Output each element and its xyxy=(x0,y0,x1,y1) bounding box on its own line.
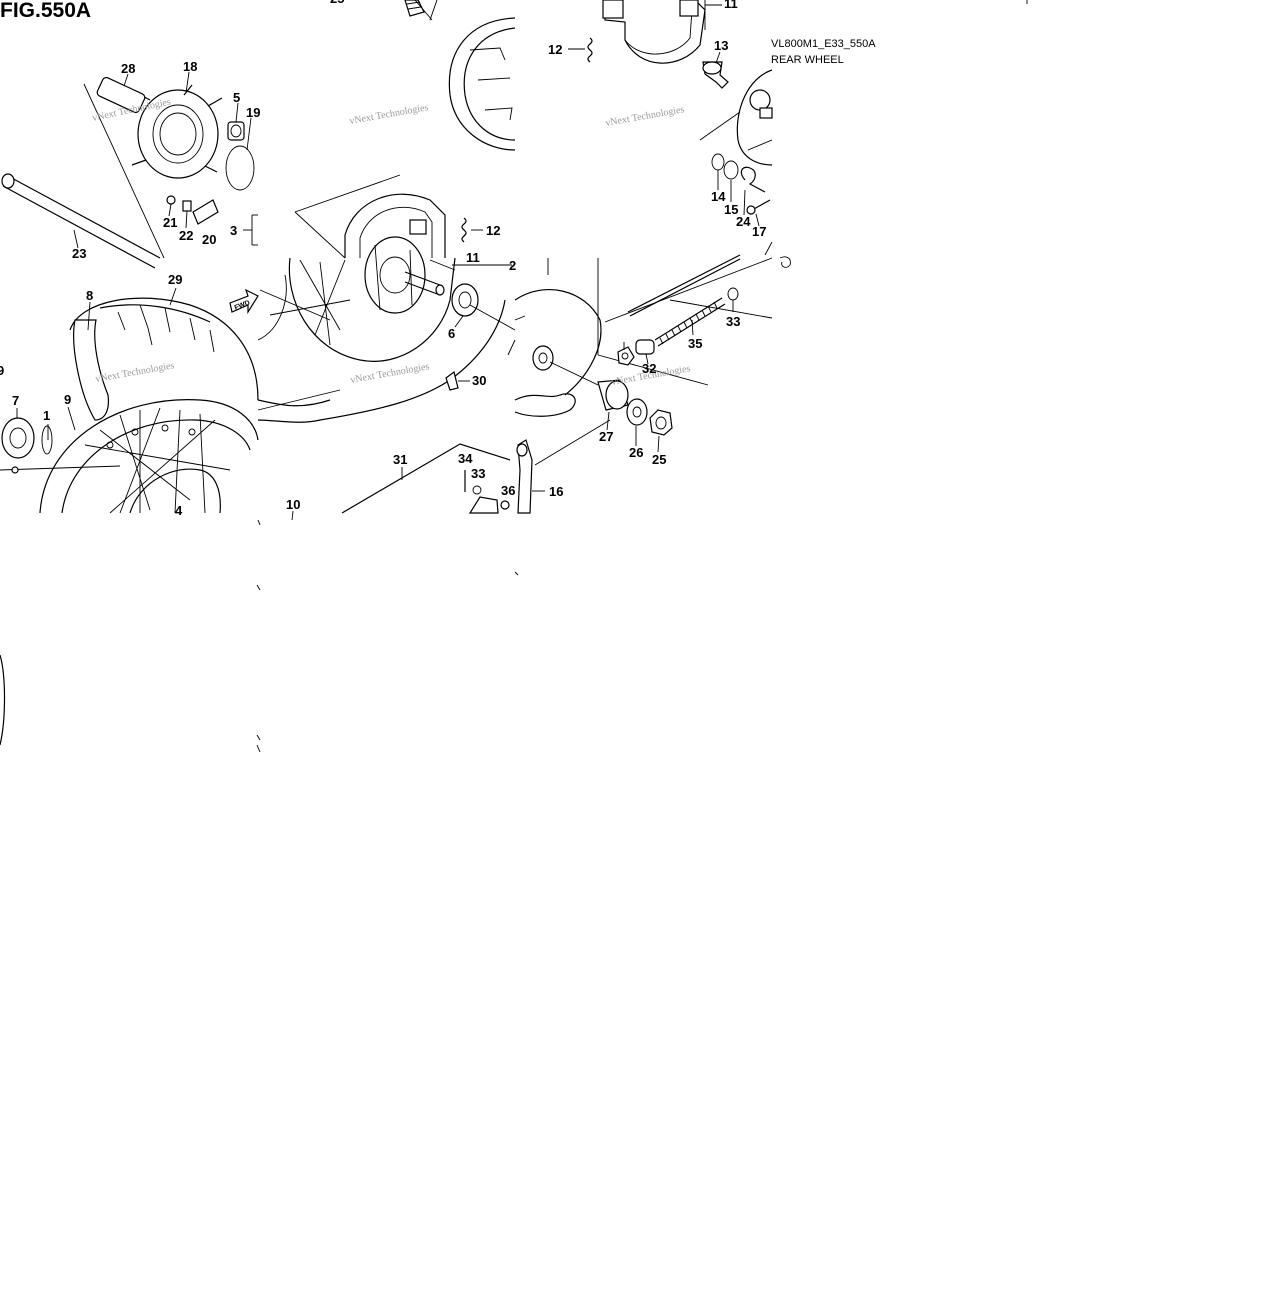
callout-19: 19 xyxy=(246,105,260,120)
watermark: vNext Technologies xyxy=(95,360,176,385)
callout-9b: 9 xyxy=(64,392,71,407)
callout-33: 33 xyxy=(471,466,485,481)
hub-drum-part[interactable] xyxy=(131,84,223,179)
callout-30: 30 xyxy=(472,373,486,388)
callout-31: 31 xyxy=(393,452,407,467)
callout-24: 24 xyxy=(736,214,751,229)
spring-24-part[interactable] xyxy=(740,166,766,193)
o-ring-part[interactable] xyxy=(225,145,255,191)
callout-20: 20 xyxy=(202,232,216,247)
callout-12: 12 xyxy=(486,223,500,238)
callout-18: 18 xyxy=(183,59,197,74)
plate-20-part[interactable] xyxy=(192,199,219,225)
washer-33c-part[interactable] xyxy=(727,287,739,301)
callout-13: 13 xyxy=(714,38,728,53)
diagram-code: VL800M1_E33_550A xyxy=(771,38,876,50)
fwd-arrow-icon: FWD xyxy=(229,288,259,315)
callout-5: 5 xyxy=(233,90,240,105)
callout-11b: 11 xyxy=(466,250,480,265)
callout-10: 10 xyxy=(286,497,300,512)
washer-26-part[interactable] xyxy=(626,398,648,426)
tile-brake-panel xyxy=(568,0,791,268)
callout-2: 2 xyxy=(509,258,516,273)
brake-shoe-11-part[interactable] xyxy=(602,0,706,64)
callout-4: 4 xyxy=(175,503,183,518)
callout-29: 29 xyxy=(168,272,182,287)
callout-22: 22 xyxy=(179,228,193,243)
callout-21: 21 xyxy=(163,215,177,230)
nut-part[interactable] xyxy=(227,121,245,141)
callout-27: 27 xyxy=(599,429,613,444)
spring-12-part[interactable] xyxy=(461,217,467,243)
hub-bolt-part[interactable] xyxy=(96,76,146,114)
joint-32-part[interactable] xyxy=(635,339,655,355)
bearing-6-part[interactable] xyxy=(451,283,479,317)
brake-drum-part[interactable] xyxy=(514,289,602,417)
watermark: vNext Technologies xyxy=(350,361,431,386)
nut-37-part[interactable] xyxy=(617,346,635,366)
tire-part[interactable] xyxy=(448,17,516,151)
callout-11: 11 xyxy=(724,0,738,11)
axle-part[interactable] xyxy=(1,173,161,269)
callout-32: 32 xyxy=(642,361,656,376)
tile-wheel-center: FWD xyxy=(229,236,516,753)
bolt-21-part[interactable] xyxy=(166,195,176,205)
brake-rod-part[interactable] xyxy=(627,254,741,313)
tile-brake-rod xyxy=(514,254,773,576)
spacer-27-part[interactable] xyxy=(597,379,629,411)
callout-8: 8 xyxy=(86,288,93,303)
callout-26: 26 xyxy=(629,445,643,460)
callout-16: 16 xyxy=(549,484,563,499)
callout-34: 34 xyxy=(458,451,473,466)
callout-9a: 9 xyxy=(0,363,4,378)
callout-15: 15 xyxy=(724,202,738,217)
tube-8-part[interactable] xyxy=(73,319,110,421)
spring-12b-part[interactable] xyxy=(587,37,593,63)
brake-panel-part[interactable] xyxy=(736,69,773,166)
tire-29-part[interactable] xyxy=(69,297,259,401)
spring-35-part[interactable] xyxy=(654,297,726,347)
callout-3: 3 xyxy=(230,223,237,238)
figure-title: FIG.550A xyxy=(0,0,91,22)
callout-25b: 25 xyxy=(652,452,666,467)
callout-17: 17 xyxy=(752,224,766,239)
spoked-wheel-part[interactable] xyxy=(39,399,259,514)
callout-labels: 28 18 5 19 21 22 20 3 23 25 12 11 12 13 … xyxy=(0,0,766,518)
callout-25: 25 xyxy=(330,0,344,6)
callout-7: 7 xyxy=(12,393,19,408)
washer-22-part[interactable] xyxy=(182,200,192,212)
callout-23: 23 xyxy=(72,246,86,261)
callout-28: 28 xyxy=(121,61,135,76)
washer-33-part[interactable] xyxy=(472,485,482,495)
brake-shoe-part[interactable] xyxy=(344,193,446,258)
tire-center-part[interactable] xyxy=(257,299,506,423)
callout-35: 35 xyxy=(688,336,702,351)
watermark: vNext Technologies xyxy=(605,104,686,129)
brake-lever-16-part[interactable] xyxy=(516,439,533,514)
tile-hub-axle xyxy=(1,71,258,269)
seal-14-part[interactable] xyxy=(711,153,725,171)
tile-wheel-left xyxy=(0,287,259,746)
callout-14: 14 xyxy=(711,189,726,204)
tile-tire-brake xyxy=(294,0,516,259)
seal-9-part[interactable] xyxy=(41,425,53,455)
watermark: vNext Technologies xyxy=(349,102,430,127)
hub-center-part[interactable] xyxy=(259,236,456,362)
bolt-17-part[interactable] xyxy=(746,199,771,215)
bolt-25-part[interactable] xyxy=(404,0,425,17)
diagram-subtitle: REAR WHEEL xyxy=(771,54,844,66)
callout-33b: 33 xyxy=(726,314,740,329)
cam-13-part[interactable] xyxy=(702,61,729,89)
bearing-7-part[interactable] xyxy=(1,417,35,459)
nut-25-part[interactable] xyxy=(649,409,673,436)
valve-cap-30-part[interactable] xyxy=(445,370,459,391)
callout-12b: 12 xyxy=(548,42,562,57)
spacer-part[interactable] xyxy=(404,271,445,296)
washer-15-part[interactable] xyxy=(723,160,739,180)
callout-36: 36 xyxy=(501,483,515,498)
callout-1: 1 xyxy=(43,408,50,423)
callout-6: 6 xyxy=(448,326,455,341)
